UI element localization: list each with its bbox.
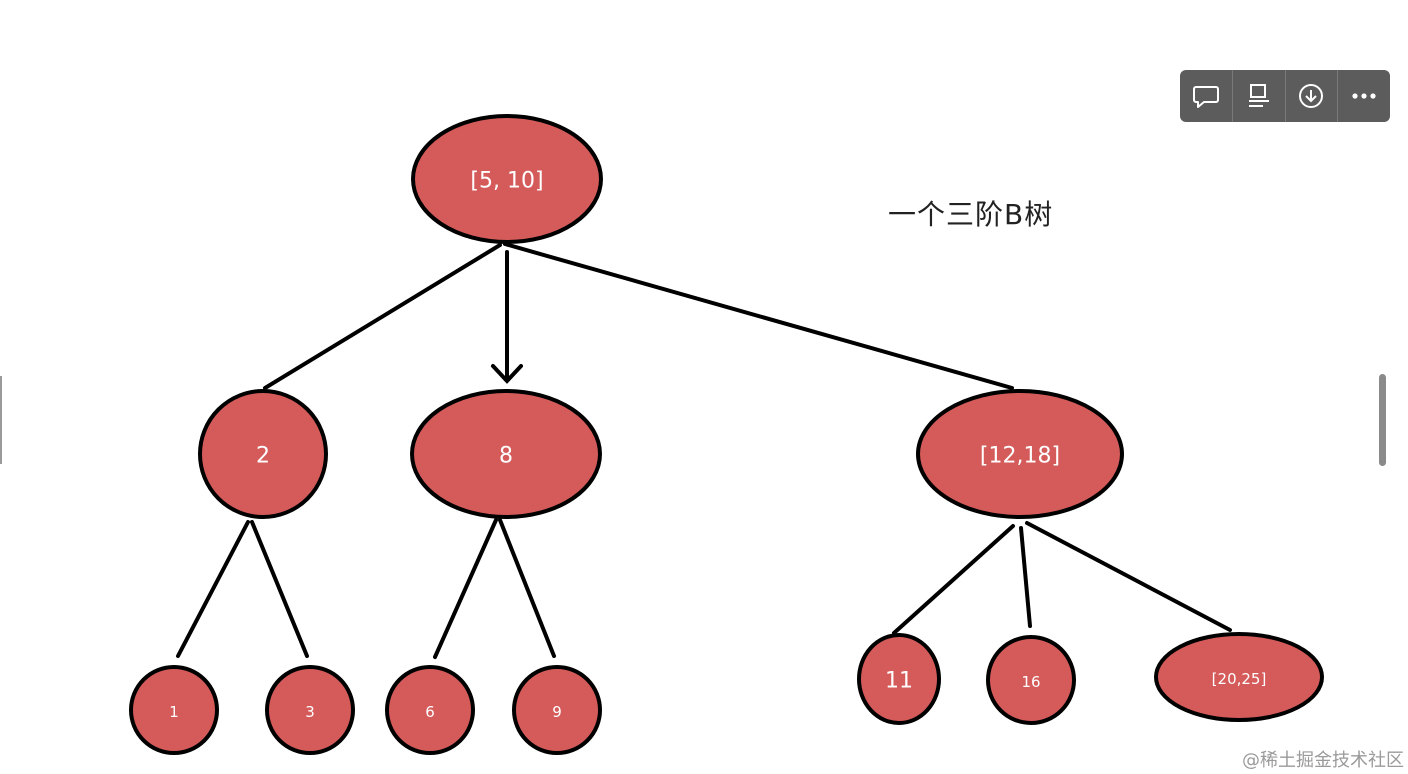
node-16-label: 16 bbox=[1021, 673, 1040, 691]
node-6: 6 bbox=[385, 665, 475, 755]
edge-12-18-11 bbox=[892, 524, 1015, 635]
node-20-25-label: [20,25] bbox=[1212, 670, 1267, 688]
node-8: 8 bbox=[410, 389, 602, 519]
edge-2-1 bbox=[176, 520, 250, 658]
diagram-caption: 一个三阶B树 bbox=[888, 198, 1054, 231]
image-toolbar bbox=[1180, 70, 1390, 122]
edge-root-8-arrowhead bbox=[491, 364, 523, 384]
left-scrollbar[interactable] bbox=[0, 376, 2, 464]
edge-root-12-18 bbox=[503, 242, 1014, 390]
node-9-label: 9 bbox=[552, 703, 562, 721]
more-button[interactable] bbox=[1338, 70, 1390, 122]
download-icon bbox=[1299, 84, 1324, 108]
node-1: 1 bbox=[129, 665, 219, 755]
node-12-18: [12,18] bbox=[916, 389, 1124, 519]
edge-root-2 bbox=[263, 243, 502, 390]
node-11: 11 bbox=[857, 633, 941, 725]
download-button[interactable] bbox=[1286, 70, 1339, 122]
comment-icon bbox=[1192, 86, 1219, 108]
comment-button[interactable] bbox=[1180, 70, 1233, 122]
edges bbox=[176, 242, 1232, 659]
node-16: 16 bbox=[986, 635, 1076, 725]
node-3-label: 3 bbox=[305, 703, 315, 721]
more-icon bbox=[1352, 93, 1376, 99]
node-1-label: 1 bbox=[169, 703, 179, 721]
node-12-18-label: [12,18] bbox=[980, 444, 1060, 469]
node-root: [5, 10] bbox=[411, 114, 603, 244]
node-root-label: [5, 10] bbox=[470, 169, 543, 194]
edge-2-3 bbox=[250, 520, 309, 658]
edge-8-6 bbox=[433, 518, 498, 659]
node-3: 3 bbox=[265, 665, 355, 755]
edge-8-9 bbox=[498, 518, 556, 658]
watermark: @稀土掘金技术社区 bbox=[1242, 750, 1404, 771]
node-6-label: 6 bbox=[425, 703, 435, 721]
node-2: 2 bbox=[198, 389, 328, 519]
node-9: 9 bbox=[512, 665, 602, 755]
right-scrollbar[interactable] bbox=[1379, 374, 1386, 466]
node-8-label: 8 bbox=[499, 444, 513, 469]
node-11-label: 11 bbox=[885, 669, 913, 694]
outline-button[interactable] bbox=[1233, 70, 1286, 122]
outline-icon bbox=[1248, 84, 1269, 107]
node-20-25: [20,25] bbox=[1154, 632, 1324, 722]
node-2-label: 2 bbox=[256, 444, 270, 469]
edge-12-18-20-25 bbox=[1025, 521, 1232, 632]
edge-12-18-16 bbox=[1019, 526, 1032, 628]
